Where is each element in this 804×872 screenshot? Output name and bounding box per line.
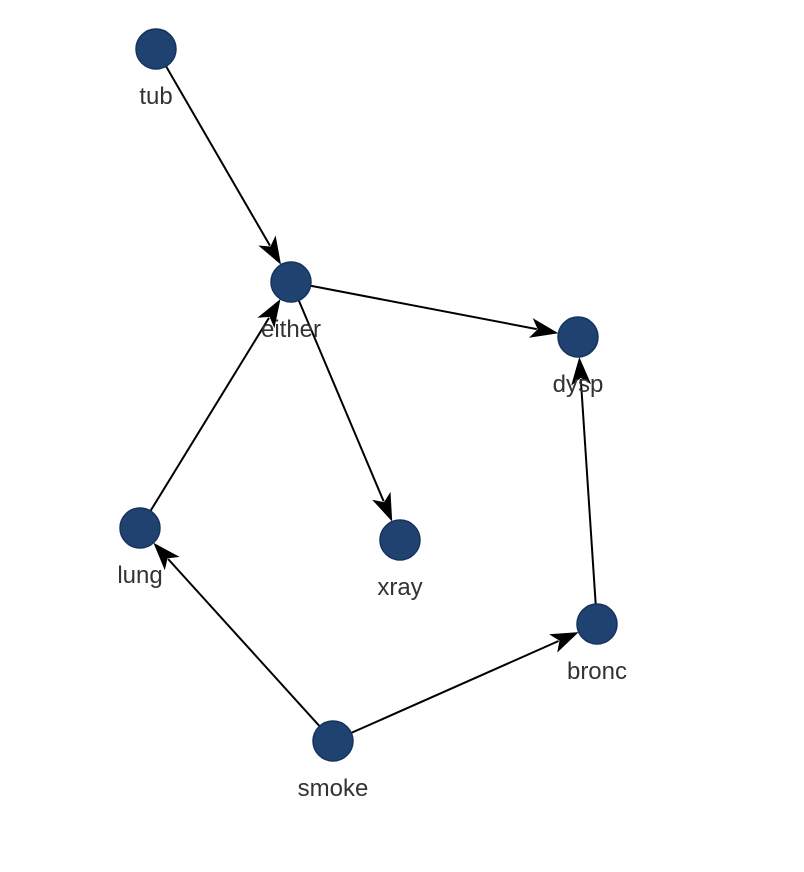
arrowhead-icon (257, 299, 281, 329)
node-label-either: either (261, 316, 321, 343)
edge-smoke-lung (153, 542, 321, 727)
node-labels: tub either dysp lung xray bronc smoke (117, 83, 627, 802)
node-label-lung: lung (117, 562, 162, 589)
node-label-xray: xray (377, 574, 422, 601)
edge-tub-either (165, 65, 281, 265)
edge-line (579, 378, 597, 605)
node-lung[interactable] (119, 507, 161, 549)
node-dysp[interactable] (557, 316, 599, 358)
edge-either-dysp (310, 284, 559, 338)
edge-either-xray (297, 300, 393, 522)
node-label-bronc: bronc (567, 658, 627, 685)
node-smoke[interactable] (312, 720, 354, 762)
edge-smoke-bronc (350, 632, 579, 734)
edge-line (350, 640, 560, 734)
edge-lung-either (149, 299, 281, 512)
arrowhead-icon (153, 542, 180, 571)
node-either[interactable] (270, 261, 312, 303)
node-bronc[interactable] (576, 603, 618, 645)
arrowhead-icon (571, 357, 592, 386)
edge-line (149, 317, 270, 512)
edge-line (167, 558, 321, 727)
node-label-smoke: smoke (298, 775, 369, 802)
arrowhead-icon (529, 318, 559, 338)
node-label-dysp: dysp (553, 371, 604, 398)
arrowhead-icon (549, 632, 579, 653)
edge-line (310, 284, 537, 331)
node-xray[interactable] (379, 519, 421, 561)
edge-line (165, 65, 271, 247)
node-label-tub: tub (139, 83, 172, 110)
arrowhead-icon (372, 491, 393, 522)
arrowhead-icon (258, 235, 281, 265)
edge-line (297, 300, 385, 502)
edge-bronc-dysp (571, 357, 597, 605)
node-tub[interactable] (135, 28, 177, 70)
nodes (119, 28, 618, 762)
edges (149, 65, 597, 734)
